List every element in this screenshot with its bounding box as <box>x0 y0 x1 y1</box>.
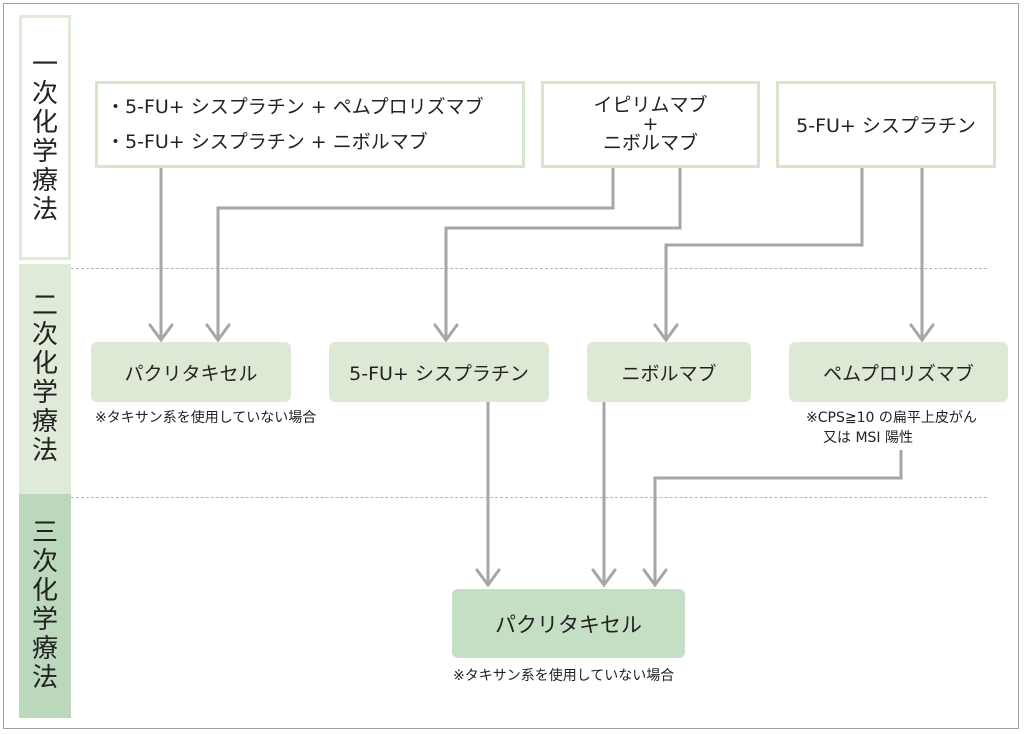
diagram-frame <box>3 3 1019 729</box>
stage-divider <box>71 497 987 498</box>
stage-char: 次 <box>31 547 58 577</box>
regimen-label: パクリタキセル <box>124 362 258 385</box>
arrowhead <box>642 568 668 588</box>
regimen-line: ニボルマブ <box>602 132 698 154</box>
first-line-5fu-cisplatin-box: 5-FU+ シスプラチン <box>776 81 996 168</box>
second-line-pembrolizumab-box: ペムプロリズマブ <box>789 342 1008 402</box>
stage-char: 学 <box>31 378 58 408</box>
stage-char: 一 <box>31 49 58 80</box>
first-line-ipilimumab-nivolumab-box: イピリムマブ + ニボルマブ <box>541 81 760 168</box>
cps-condition-note: ※CPS≧10 の扁平上皮がん <box>806 410 977 426</box>
arrowhead <box>205 323 231 343</box>
connector-arrow <box>664 168 864 339</box>
stage-char: 学 <box>31 605 58 635</box>
first-line-regimen-combination-box: ・5-FU+ シスプラチン + ペムプロリズマブ ・5-FU+ シスプラチン +… <box>95 81 525 168</box>
taxane-note: ※タキサン系を使用していない場合 <box>95 410 317 426</box>
stage-char: 療 <box>31 634 58 664</box>
connector-arrow <box>653 450 903 584</box>
regimen-list-item: ・5-FU+ シスプラチン + ニボルマブ <box>106 130 428 153</box>
stage-char: 化 <box>31 349 58 379</box>
stage-char: 学 <box>31 136 58 167</box>
arrowhead <box>591 568 617 588</box>
third-line-paclitaxel-box: パクリタキセル <box>452 589 685 658</box>
stage-char: 二 <box>31 291 58 321</box>
stage-char: 療 <box>31 407 58 437</box>
stage-char: 療 <box>31 165 58 196</box>
second-line-5fu-cisplatin-box: 5-FU+ シスプラチン <box>329 342 549 402</box>
regimen-label: ニボルマブ <box>621 362 717 385</box>
stage-divider <box>71 268 987 269</box>
stage-char: 化 <box>31 576 58 606</box>
regimen-label: 5-FU+ シスプラチン <box>349 362 529 385</box>
second-line-nivolumab-box: ニボルマブ <box>587 342 751 402</box>
stage-char: 次 <box>31 320 58 350</box>
msi-condition-note: 又は MSI 陽性 <box>823 430 913 446</box>
stage-char: 三 <box>31 518 58 548</box>
regimen-label: 5-FU+ シスプラチン <box>796 115 976 137</box>
stage-char: 次 <box>31 78 58 109</box>
stage-label-first-line: 一 次 化 学 療 法 <box>19 15 71 260</box>
regimen-label: パクリタキセル <box>495 612 642 637</box>
stage-char: 法 <box>31 194 58 225</box>
arrowhead <box>475 568 501 588</box>
stage-label-second-line: 二 次 化 学 療 法 <box>19 264 71 494</box>
plus-sign: + <box>642 113 659 135</box>
regimen-label: ペムプロリズマブ <box>823 362 974 385</box>
second-line-paclitaxel-box: パクリタキセル <box>91 342 291 402</box>
stage-char: 化 <box>31 107 58 138</box>
regimen-line: イピリムマブ <box>593 94 708 116</box>
stage-label-third-line: 三 次 化 学 療 法 <box>19 494 71 718</box>
arrowhead <box>433 323 459 343</box>
connector-arrow <box>444 168 682 339</box>
stage-char: 法 <box>31 436 58 466</box>
arrowhead <box>909 323 935 343</box>
arrowhead <box>653 323 679 343</box>
regimen-list-item: ・5-FU+ シスプラチン + ペムプロリズマブ <box>106 95 484 118</box>
connector-arrow <box>216 168 615 339</box>
taxane-note: ※タキサン系を使用していない場合 <box>453 668 675 684</box>
arrowhead <box>148 323 174 343</box>
stage-char: 法 <box>31 663 58 693</box>
